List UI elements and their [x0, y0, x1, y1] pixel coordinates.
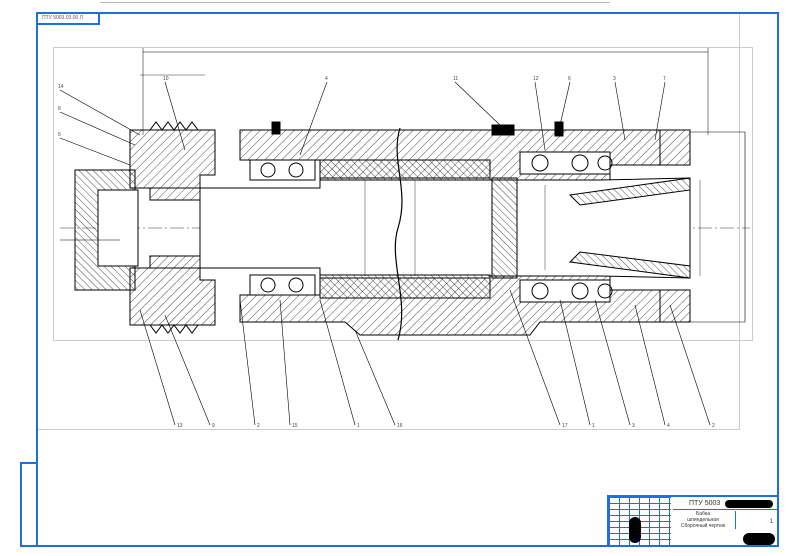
drawing-name: Бабка шпиндельная Сборочный чертеж: [680, 511, 726, 529]
callout-number: 1: [592, 423, 595, 429]
callout-number: 6: [568, 76, 571, 82]
callout-number: 15: [292, 423, 298, 429]
callout-number: 10: [163, 76, 169, 82]
break-line: [394, 127, 403, 341]
callout-number: 9: [212, 423, 215, 429]
pulley-top: [129, 129, 216, 201]
sheet-number: 1: [735, 511, 779, 529]
sheet-border: [36, 12, 740, 430]
bearings: [249, 151, 613, 303]
redaction: [725, 500, 773, 508]
callout-number: 7: [663, 76, 666, 82]
oil-plug: [491, 124, 515, 136]
spindle-wall: [319, 159, 491, 299]
leader-lines: [59, 81, 711, 426]
callout-number: 5: [58, 132, 61, 138]
redaction: [629, 517, 641, 543]
drawing-frame: [36, 12, 779, 547]
callout-number: 2: [257, 423, 260, 429]
pulley-grooves: [149, 121, 199, 334]
designation: ПТУ 5003: [673, 498, 777, 510]
title-block: ПТУ 5003 Бабка шпиндельная Сборочный чер…: [607, 495, 779, 547]
callout-number: 2: [712, 423, 715, 429]
callout-number: 16: [397, 423, 403, 429]
pulley-bottom: [129, 255, 216, 326]
left-strip: [20, 462, 38, 547]
callout-number: 4: [325, 76, 328, 82]
callout-number: 4: [667, 423, 670, 429]
nose-flange: [659, 129, 691, 323]
callout-number: 8: [58, 106, 61, 112]
callout-number: 12: [533, 76, 539, 82]
drawing-area: [53, 47, 753, 341]
callout-number: 13: [177, 423, 183, 429]
callout-number: 1: [357, 423, 360, 429]
callout-number: 17: [562, 423, 568, 429]
rotated-stamp: ПТУ 5003.03.00 Л: [36, 12, 100, 25]
callout-number: 3: [613, 76, 616, 82]
top-edge-line: [100, 2, 610, 3]
callout-number: 11: [453, 76, 458, 82]
callout-number: 3: [632, 423, 635, 429]
callout-number: 14: [58, 84, 64, 90]
redaction: [743, 533, 775, 545]
